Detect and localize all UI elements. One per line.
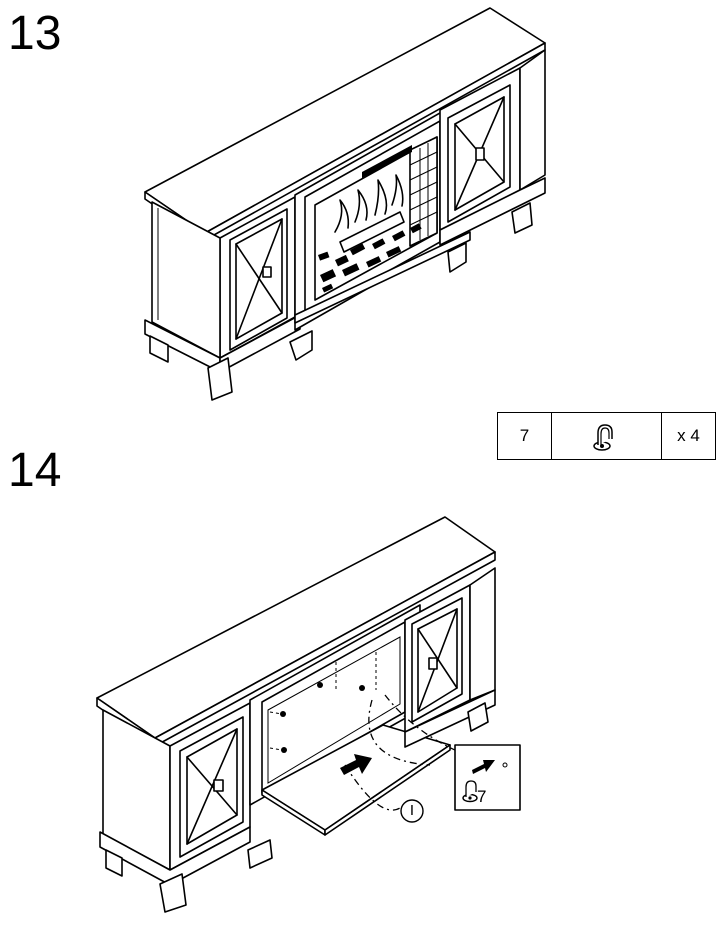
panel-I-label: I xyxy=(409,802,415,819)
part-id: 7 xyxy=(498,413,552,459)
step-13-number: 13 xyxy=(8,7,62,60)
parts-table: 7 x 4 xyxy=(497,412,716,460)
shelf-support-clip-icon xyxy=(552,413,662,459)
step-14-number: 14 xyxy=(8,444,62,497)
part-quantity: x 4 xyxy=(677,426,700,445)
part-7-callout-label: 7 xyxy=(477,787,487,806)
